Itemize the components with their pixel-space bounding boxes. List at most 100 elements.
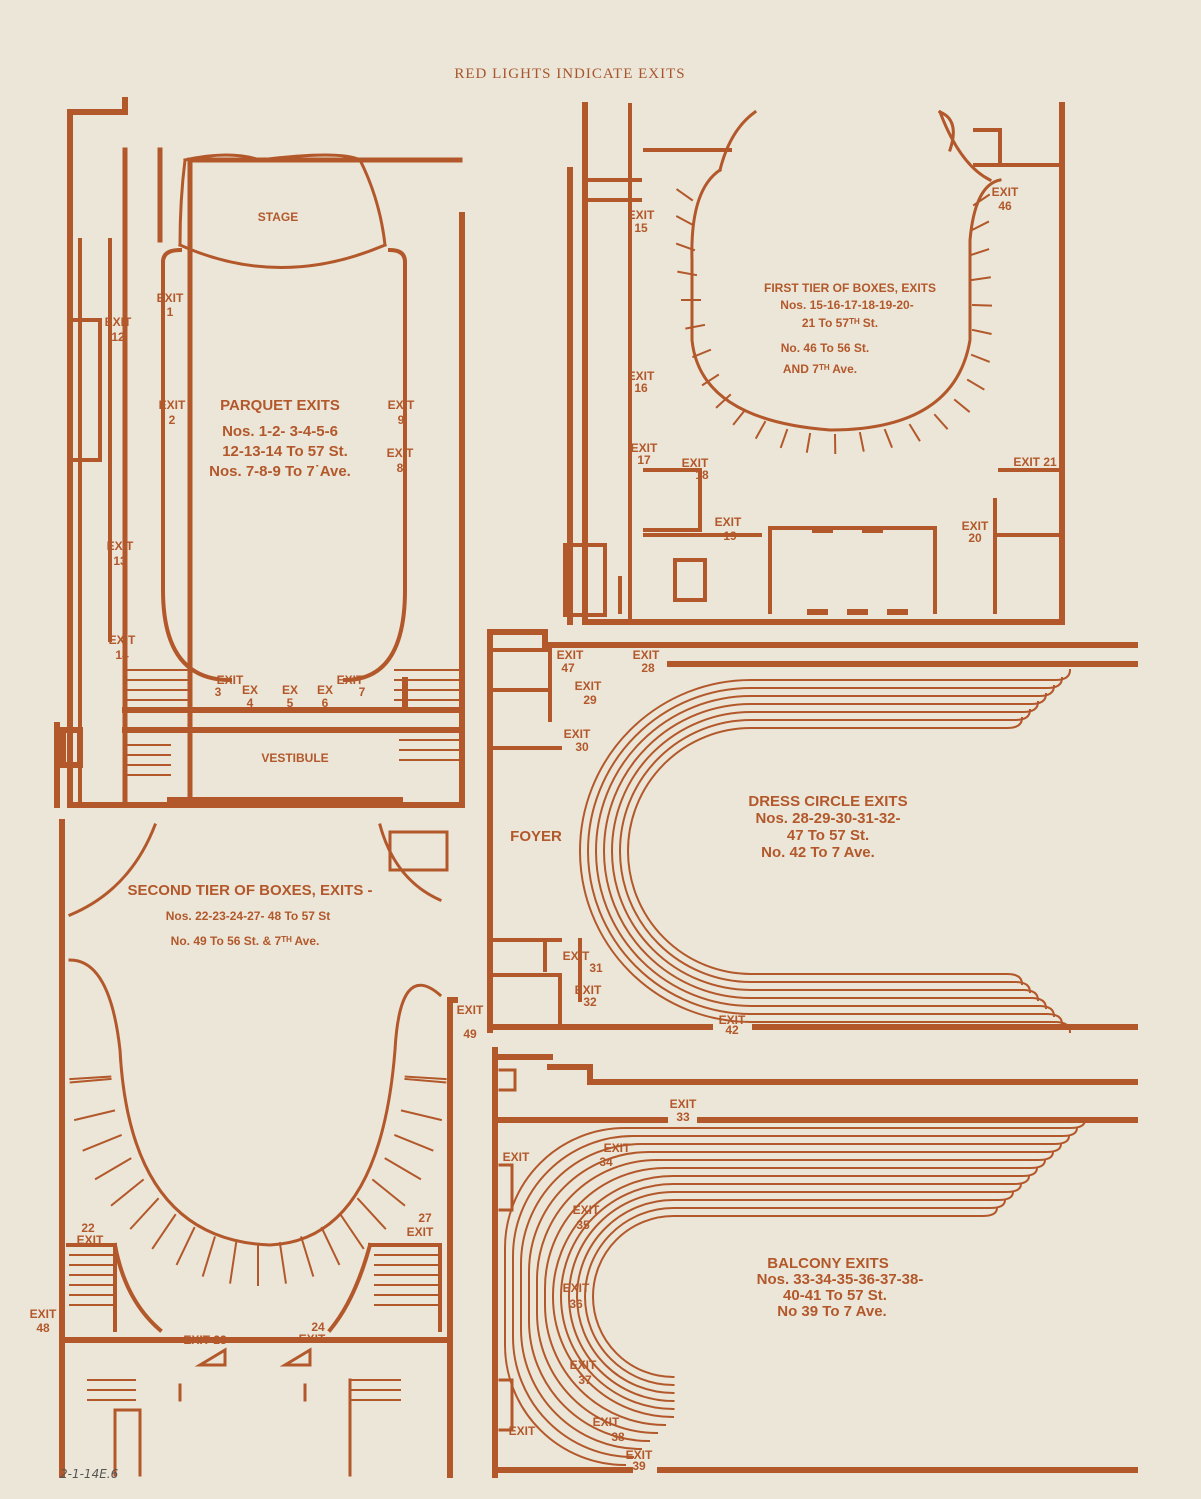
seating-row (611, 700, 1040, 1002)
box-partition (754, 420, 767, 440)
seating-row (559, 1174, 1031, 1411)
box-partition (69, 1075, 112, 1081)
box-partition (970, 220, 990, 232)
exit-number: 9 (398, 413, 405, 427)
box-partition (278, 1241, 287, 1284)
box-partition (685, 323, 706, 330)
parquet-line: Nos. 1-2- 3-4-5-6 (222, 423, 338, 440)
exit-number: 16 (634, 381, 648, 395)
box-partition (933, 413, 949, 430)
box-partition (356, 1197, 387, 1230)
box-partition (908, 423, 921, 442)
first-tier-line: FIRST TIER OF BOXES, EXITS (764, 281, 936, 295)
balcony-line: No 39 To 7 Ave. (777, 1303, 886, 1320)
box-partition (969, 248, 990, 257)
exit-label: EXIT (682, 456, 709, 470)
box-partition (175, 1226, 196, 1266)
second-tier-line: SECOND TIER OF BOXES, EXITS - (127, 882, 372, 899)
first-tier-line: AND 7ᵀᴴ Ave. (783, 362, 857, 376)
parquet-plan: STAGE VESTIBULE PARQUET EXITS Nos. 1-2- … (54, 97, 465, 808)
box-partition (393, 1134, 434, 1152)
seating-row (603, 692, 1048, 1010)
exit-number: 31 (589, 961, 603, 975)
box-partition (201, 1236, 216, 1277)
box-partition (971, 328, 992, 335)
exit-number: 49 (463, 1027, 477, 1041)
seating-row (504, 1118, 1087, 1467)
exit-label: EXIT 21 (1013, 455, 1057, 469)
exit-label: EXIT (105, 315, 132, 329)
vestibule-label: VESTIBULE (261, 751, 328, 765)
dress-circle-line: 47 To 57 St. (787, 827, 869, 844)
box-partition (300, 1236, 315, 1277)
exit-label: EXIT (30, 1307, 57, 1321)
seating-row (536, 1150, 1055, 1435)
seating-row (544, 1158, 1047, 1427)
header-title: RED LIGHTS INDICATE EXITS (454, 66, 685, 82)
exit-label: EXIT (337, 673, 364, 687)
box-partition (404, 1075, 447, 1081)
second-tier-line: Nos. 22-23-24-27- 48 To 57 St (166, 909, 331, 923)
exit-label: EXIT (593, 1415, 620, 1429)
exit-label: EXIT (387, 446, 414, 460)
exit-number: 2 (169, 413, 176, 427)
exit-number: 33 (676, 1110, 690, 1124)
exit-label: EX (317, 683, 333, 697)
exit-label: EXIT 23 (183, 1333, 227, 1347)
exit-number: 35 (576, 1218, 590, 1232)
exit-label: EXIT (633, 648, 660, 662)
parquet-line: Nos. 7-8-9 To 7˙Ave. (209, 463, 351, 480)
box-partition (384, 1157, 422, 1181)
exit-number: 24 (311, 1320, 325, 1334)
box-partition (371, 1178, 406, 1207)
balcony-plan: BALCONY EXITS Nos. 33-34-35-36-37-38- 40… (492, 1047, 1138, 1478)
exit-label: EXIT (604, 1141, 631, 1155)
exit-number: 1 (167, 305, 174, 319)
box-partition (971, 303, 993, 307)
exit-number: 19 (723, 529, 737, 543)
exit-label: EXIT (299, 1332, 326, 1346)
exit-label: EXIT (159, 398, 186, 412)
seating-row (587, 676, 1064, 1026)
balcony-line: BALCONY EXITS (767, 1255, 888, 1272)
exit-number: 3 (215, 685, 222, 699)
exit-label: EXIT (628, 208, 655, 222)
box-partition (779, 428, 789, 449)
exit-label: EXIT (628, 369, 655, 383)
seating-row (520, 1134, 1071, 1451)
exit-label: EXIT (388, 398, 415, 412)
stage-label: STAGE (258, 210, 298, 224)
exit-number: 14 (115, 648, 129, 662)
exit-label: EXIT (217, 673, 244, 687)
exit-label: EXIT (557, 648, 584, 662)
exit-label: EXIT (77, 1233, 104, 1247)
exit-label: EXIT (992, 185, 1019, 199)
seating-row (512, 1126, 1079, 1459)
exit-number: 47 (561, 661, 575, 675)
handwritten-note: 2-1-14E.6 (60, 1467, 119, 1481)
exit-number: 7 (359, 685, 366, 699)
box-partition (229, 1241, 238, 1284)
exit-number: 46 (998, 199, 1012, 213)
seating-row (619, 708, 1032, 994)
exit-number: 20 (968, 531, 982, 545)
exit-label: EX (242, 683, 258, 697)
seating-row (595, 684, 1056, 1018)
exit-label: EXIT (457, 1003, 484, 1017)
exit-label: EX (282, 683, 298, 697)
exit-label: EXIT (509, 1424, 536, 1438)
first-tier-line: 21 To 57ᵀᴴ St. (802, 316, 878, 330)
exit-number: 8 (397, 461, 404, 475)
box-partition (675, 188, 694, 202)
exit-label: EXIT (962, 519, 989, 533)
second-tier-plan: SECOND TIER OF BOXES, EXITS - Nos. 22-23… (30, 819, 484, 1478)
exit-label: EXIT (670, 1097, 697, 1111)
exit-label: EXIT (563, 1281, 590, 1295)
box-partition (715, 393, 732, 409)
exit-label: EXIT (570, 1358, 597, 1372)
box-partition (883, 428, 893, 449)
box-partition (110, 1178, 145, 1207)
